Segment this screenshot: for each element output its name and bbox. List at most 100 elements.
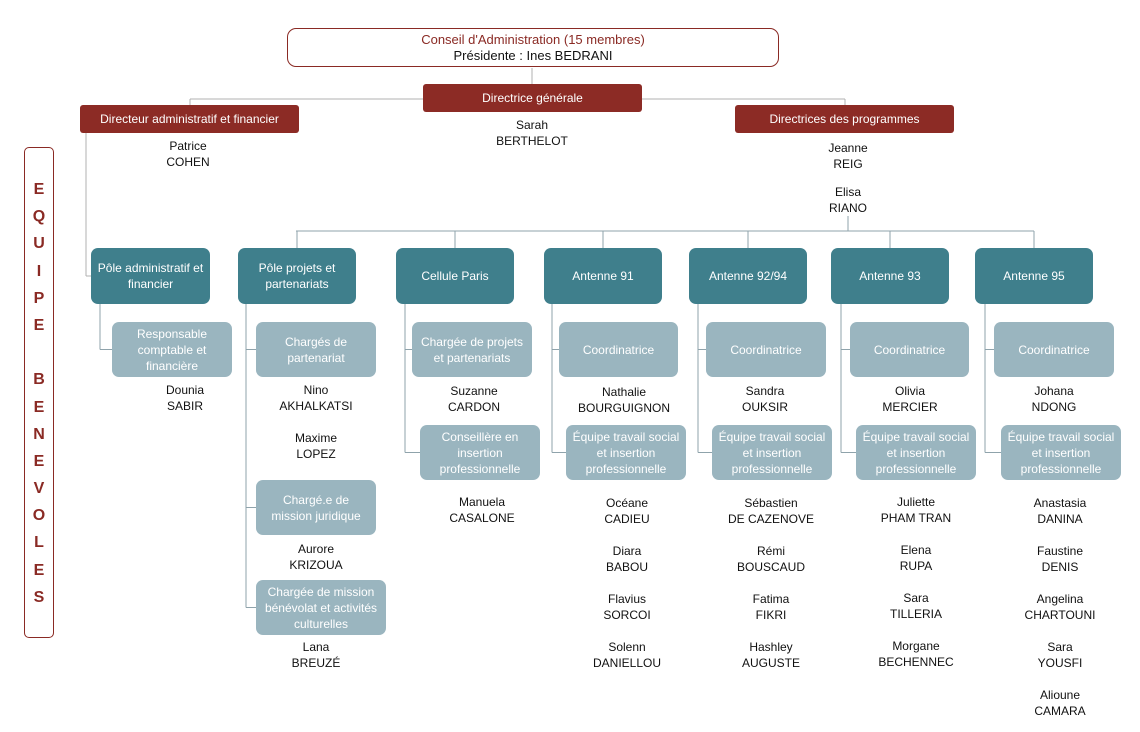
volunteers-letter: B <box>33 371 45 389</box>
volunteers-letter: L <box>34 534 44 552</box>
volunteers-letter: O <box>32 507 46 525</box>
volunteers-letter: I <box>36 262 42 280</box>
role-box-6-1: Coordinatrice <box>850 322 969 377</box>
last-name: FIKRI <box>755 608 787 622</box>
last-name: BECHENNEC <box>878 655 954 669</box>
role-box-4-2: Équipe travail social et insertion profe… <box>566 425 686 480</box>
last-name: CAMARA <box>1034 704 1086 718</box>
dp1-last-name: REIG <box>833 157 863 171</box>
column-head-2: Pôle projets et partenariats <box>238 248 356 304</box>
first-name: Anastasia <box>1033 496 1087 510</box>
first-name: Juliette <box>896 495 936 509</box>
first-name: Fatima <box>752 592 790 606</box>
role-box-2-2: Chargé.e de mission juridique <box>256 480 376 535</box>
last-name: CADIEU <box>604 512 650 526</box>
first-name: Sara <box>1047 640 1073 654</box>
daf-first-name: Patrice <box>169 139 207 153</box>
first-name: Océane <box>605 496 649 510</box>
column-head-3: Cellule Paris <box>396 248 514 304</box>
daf-last-name: COHEN <box>166 155 210 169</box>
role-box-7-1: Coordinatrice <box>994 322 1114 377</box>
first-name: Hashley <box>749 640 793 654</box>
role-box-4-1: Coordinatrice <box>559 322 678 377</box>
daf-box: Directeur administratif et financier <box>80 105 299 133</box>
dg-first-name: Sarah <box>515 118 549 132</box>
first-name: Maxime <box>294 431 337 445</box>
volunteers-letter: E <box>33 181 45 198</box>
first-name: Alioune <box>1039 688 1081 702</box>
volunteers-letter: E <box>33 452 45 470</box>
first-name: Angelina <box>1036 592 1084 606</box>
last-name: YOUSFI <box>1037 656 1083 670</box>
volunteers-letter: U <box>33 235 45 253</box>
last-name: DENIS <box>1041 560 1079 574</box>
first-name: Aurore <box>297 542 335 556</box>
volunteers-letter: V <box>33 480 45 498</box>
first-name: Rémi <box>756 544 785 558</box>
last-name: KRIZOUA <box>289 558 343 572</box>
volunteers-letter: E <box>33 561 45 579</box>
role-box-5-2: Équipe travail social et insertion profe… <box>712 425 832 480</box>
first-name: Lana <box>302 640 330 654</box>
last-name: LOPEZ <box>296 447 336 461</box>
role-box-2-3: Chargée de mission bénévolat et activité… <box>256 580 386 635</box>
dp-name-2: Elisa RIANO <box>768 184 928 216</box>
column-head-5: Antenne 92/94 <box>689 248 807 304</box>
first-name: Johana <box>1034 384 1074 398</box>
directrice-generale-box: Directrice générale <box>423 84 642 112</box>
volunteers-letter <box>25 339 53 366</box>
last-name: BOURGUIGNON <box>577 401 670 415</box>
first-name: Solenn <box>608 640 646 654</box>
last-name: SABIR <box>166 399 203 413</box>
first-name: Olivia <box>894 384 925 398</box>
last-name: NDONG <box>1031 400 1077 414</box>
board-title: Conseil d'Administration (15 membres) <box>421 32 645 47</box>
last-name: SORCOI <box>603 608 651 622</box>
volunteers-letter: S <box>33 588 45 606</box>
last-name: AUGUSTE <box>741 656 800 670</box>
last-name: CARDON <box>447 400 500 414</box>
last-name: BOUSCAUD <box>736 560 805 574</box>
last-name: CHARTOUNI <box>1024 608 1096 622</box>
dg-last-name: BERTHELOT <box>496 134 568 148</box>
first-name: Nathalie <box>601 385 647 399</box>
role-box-6-2: Équipe travail social et insertion profe… <box>856 425 976 480</box>
dp1-first-name: Jeanne <box>828 141 868 155</box>
dp2-last-name: RIANO <box>828 201 867 215</box>
last-name: DANIELLOU <box>592 656 662 670</box>
dp-box: Directrices des programmes <box>735 105 954 133</box>
last-name: DE CAZENOVE <box>727 512 814 526</box>
role-box-1-1: Responsable comptable et financière <box>112 322 232 377</box>
column-head-7: Antenne 95 <box>975 248 1093 304</box>
first-name: Flavius <box>607 592 646 606</box>
first-name: Sébastien <box>744 496 798 510</box>
last-name: OUKSIR <box>741 400 788 414</box>
person-5-2-1: Sébastien DE CAZENOVE <box>691 495 851 527</box>
dp2-first-name: Elisa <box>834 185 861 199</box>
first-name: Sandra <box>745 384 785 398</box>
first-name: Sara <box>903 591 929 605</box>
last-name: TILLERIA <box>889 607 943 621</box>
last-name: CASALONE <box>449 511 515 525</box>
board-president: Présidente : Ines BEDRANI <box>453 48 613 63</box>
role-box-5-1: Coordinatrice <box>706 322 826 377</box>
daf-name: Patrice COHEN <box>108 138 268 170</box>
last-name: RUPA <box>899 559 933 573</box>
